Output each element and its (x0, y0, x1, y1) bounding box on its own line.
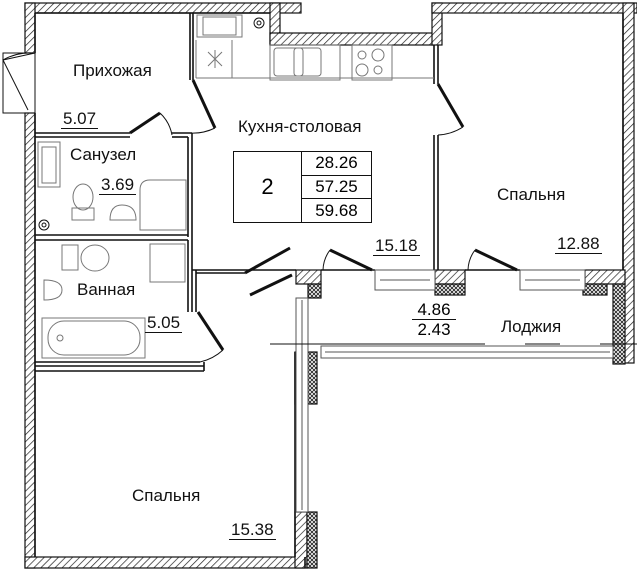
total-area: 57.25 (302, 176, 371, 200)
room-label-hallway: Прихожая (73, 61, 152, 80)
room-label-bedroom-1: Спальня (497, 185, 566, 204)
room-area-bathroom: 5.05 (145, 313, 183, 333)
loggia-area-reduced: 2.43 (417, 320, 451, 339)
room-label-loggia: Лоджия (501, 317, 562, 336)
room-label-toilet: Санузел (70, 145, 137, 164)
living-area: 28.26 (302, 152, 371, 176)
apartment-summary-box: 2 28.26 57.25 59.68 (233, 151, 372, 223)
bathroom-fixtures (37, 141, 187, 359)
room-area-hallway: 5.07 (61, 109, 99, 129)
windows (2, 52, 614, 513)
room-area-bedroom-1: 12.88 (555, 234, 602, 254)
room-area-kitchen: 15.18 (373, 236, 420, 256)
doors (2, 52, 518, 363)
interior-walls (34, 12, 624, 568)
room-label-bedroom-2: Спальня (132, 486, 201, 505)
room-area-bedroom-2: 15.38 (229, 520, 276, 540)
room-label-bathroom: Ванная (77, 280, 136, 299)
rooms-count: 2 (234, 152, 302, 222)
room-area-toilet: 3.69 (99, 175, 137, 195)
area-totals: 28.26 57.25 59.68 (302, 152, 371, 222)
loggia-area-full: 4.86 (412, 301, 456, 320)
room-label-kitchen: Кухня-столовая (238, 117, 362, 136)
loggia-area-fraction: 4.86 2.43 (412, 301, 456, 338)
total-area-with-loggia: 59.68 (315, 200, 358, 220)
kitchen-fixtures (195, 14, 434, 81)
